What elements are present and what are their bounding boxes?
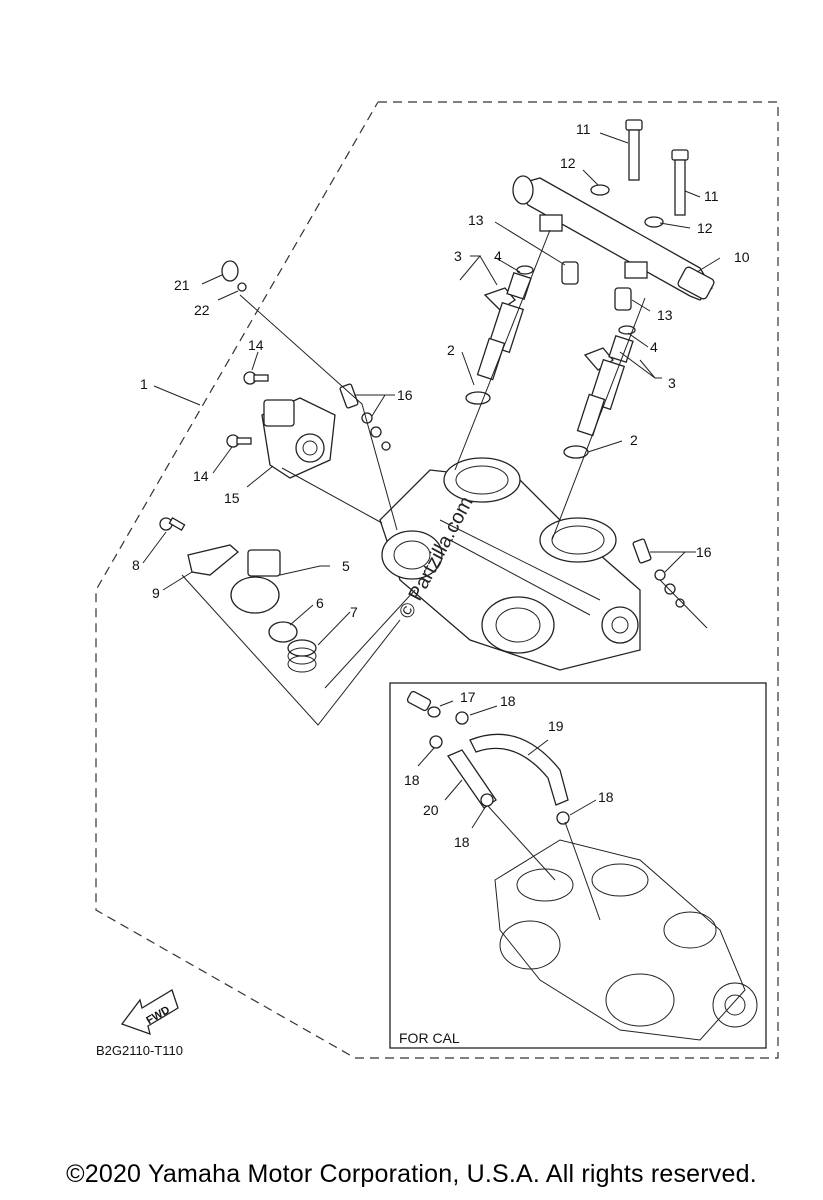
inset-fitting-17 [406,690,441,718]
bolt-11a [625,119,643,181]
bracket-9 [187,544,240,576]
injector-right [576,325,636,437]
hose-20 [447,749,497,809]
callout-6: 6 [316,595,324,611]
callout-9: 9 [152,585,160,601]
callout-5: 5 [342,558,350,574]
callout-16b: 16 [696,544,712,560]
guide-line-lower [181,574,401,726]
sensor-15 [261,397,336,479]
collar-13b [614,287,632,311]
seal-2a [465,391,491,405]
fwd-arrow: FWD [120,989,179,1036]
screw-14b [226,434,252,448]
callout-22: 22 [194,302,210,318]
inset-throttle-body [494,839,758,1041]
assembly-outline [95,101,779,1059]
callout-11b: 11 [704,188,719,204]
o-ring-6 [268,621,298,643]
callout-18c: 18 [454,834,470,850]
screw-14a [243,371,269,385]
callout-14a: 14 [248,337,264,353]
callout-4b: 4 [650,339,658,355]
ring-22 [237,282,247,292]
callout-1: 1 [140,376,148,392]
callout-18d: 18 [598,789,614,805]
inset-box [389,682,767,1049]
collar-13a [561,261,579,285]
hose-19 [469,733,569,806]
callout-8: 8 [132,557,140,573]
throttle-body [379,457,641,671]
callout-21: 21 [174,277,190,293]
cap-21 [221,260,239,282]
inset-label: FOR CAL [399,1030,460,1046]
callout-12b: 12 [697,220,713,236]
bolt-11b [671,149,689,216]
callout-14b: 14 [193,468,209,484]
callout-20: 20 [423,802,439,818]
guide-line-sensor [239,294,398,531]
callout-13a: 13 [468,212,484,228]
callout-13b: 13 [657,307,673,323]
callout-2b: 2 [630,432,638,448]
callout-4a: 4 [494,248,502,264]
callout-12a: 12 [560,155,576,171]
callout-3a: 3 [454,248,462,264]
fuel-rail [512,175,715,301]
callout-19: 19 [548,718,564,734]
callout-7: 7 [350,604,358,620]
callout-3b: 3 [668,375,676,391]
drawing-code: B2G2110-T110 [96,1043,183,1058]
callout-18a: 18 [500,693,516,709]
callout-2a: 2 [447,342,455,358]
callout-16a: 16 [397,387,413,403]
screw-16a [339,383,391,451]
callout-10: 10 [734,249,750,265]
callout-15: 15 [224,490,240,506]
callout-18b: 18 [404,772,420,788]
callout-11a: 11 [576,121,591,137]
screw-8 [159,517,186,531]
sensor-5 [230,549,281,614]
copyright-footer: ©2020 Yamaha Motor Corporation, U.S.A. A… [66,1160,757,1188]
callout-17: 17 [460,689,476,705]
injector-left [476,265,534,381]
spring-7 [287,639,317,673]
